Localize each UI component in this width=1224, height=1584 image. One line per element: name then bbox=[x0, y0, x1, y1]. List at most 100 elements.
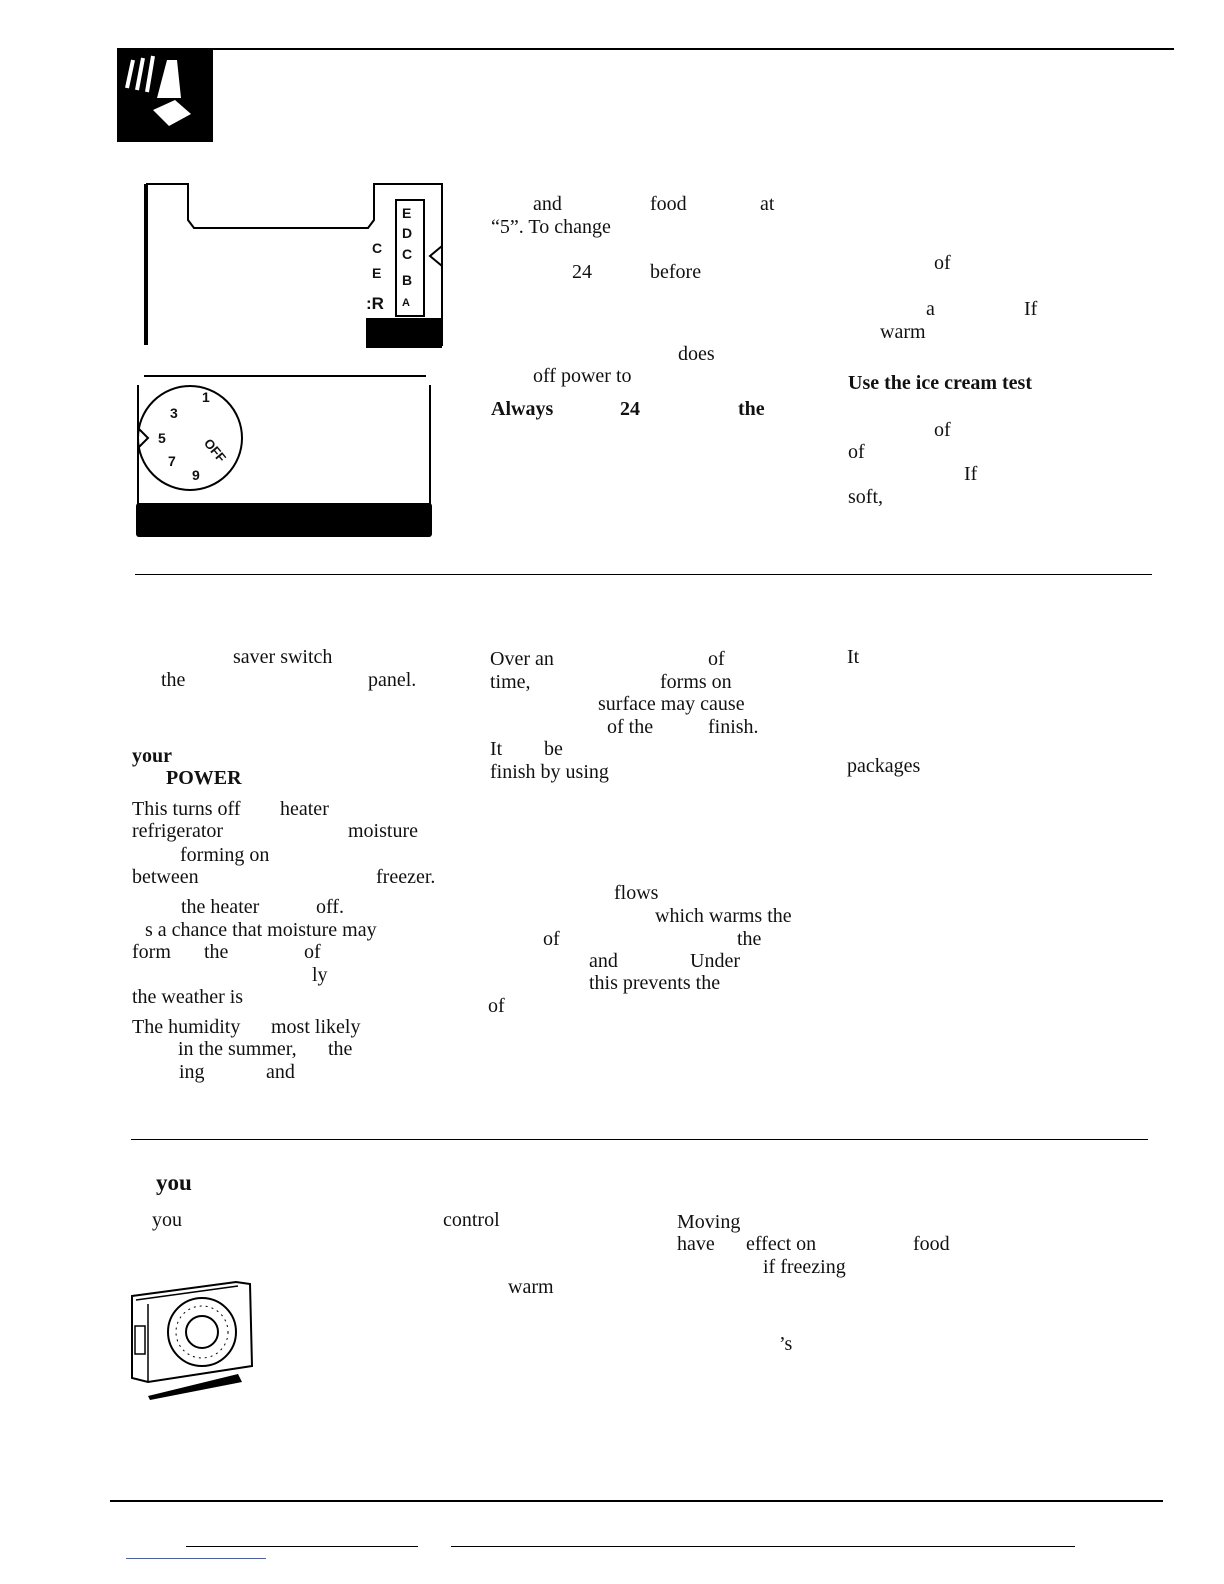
s2b-l5-a: It bbox=[490, 738, 503, 760]
s1c-l6: of bbox=[848, 441, 865, 463]
s2a-l5: forming on bbox=[180, 844, 270, 866]
s1b-l4: does bbox=[678, 343, 715, 365]
s2a-l3-b: heater bbox=[280, 798, 329, 820]
s3-r1: Moving bbox=[677, 1211, 741, 1233]
s2a-l7-b: off. bbox=[316, 896, 344, 918]
s2b-l1-b: of bbox=[708, 648, 725, 670]
s2b-l4-b: finish. bbox=[708, 716, 759, 738]
section-divider-1 bbox=[135, 574, 1152, 575]
s1c-l5: of bbox=[934, 419, 951, 441]
s2b-l10-a: and bbox=[589, 950, 618, 972]
footer-rule bbox=[110, 1500, 1163, 1502]
s2a-l7-a: the heater bbox=[181, 896, 260, 918]
s1b-l6-a: Always bbox=[491, 398, 554, 420]
s2a-l14-b: and bbox=[266, 1061, 295, 1083]
s2b-l6: finish by using bbox=[490, 761, 609, 783]
s1c-l1: of bbox=[934, 252, 951, 274]
s2b-l9-a: of bbox=[543, 928, 560, 950]
s2a-l9-a: form bbox=[132, 941, 171, 963]
dial-mark-5: 5 bbox=[158, 430, 166, 446]
footer-link-underline bbox=[126, 1558, 266, 1559]
panel-side-letter-e: E bbox=[372, 265, 382, 281]
footer-line-right bbox=[451, 1546, 1075, 1547]
s2a-l10: ly bbox=[312, 964, 328, 986]
s2c-l1: It bbox=[847, 646, 860, 668]
s1c-l2-a: a bbox=[926, 298, 935, 320]
dial-mark-9: 9 bbox=[192, 467, 200, 483]
s2a-heading-power: POWER bbox=[166, 767, 242, 789]
s2a-l12-a: The humidity bbox=[132, 1016, 241, 1038]
s1c-l8: soft, bbox=[848, 486, 883, 508]
s2a-l2-a: the bbox=[161, 669, 186, 691]
s1b-l3-b: before bbox=[650, 261, 702, 283]
s2a-l3-a: This turns off bbox=[132, 798, 241, 820]
s2b-l12: of bbox=[488, 995, 505, 1017]
s2a-l13-a: in the summer, bbox=[178, 1038, 297, 1060]
hand-pressing-button-icon bbox=[117, 48, 213, 142]
fresh-food-control-diagram: C E :R E D C B A bbox=[140, 180, 450, 355]
section-divider-2 bbox=[131, 1139, 1148, 1140]
temperature-control-housing-illustration bbox=[128, 1278, 268, 1402]
s2b-l2-b: forms on bbox=[660, 671, 732, 693]
scale-letter-a: A bbox=[402, 297, 410, 309]
s2b-l7: flows bbox=[614, 882, 659, 904]
s3-l1-b: control bbox=[443, 1209, 500, 1231]
s2a-l8: s a chance that moisture may bbox=[145, 919, 377, 941]
s2a-l9-b: the bbox=[204, 941, 229, 963]
header-rule bbox=[118, 48, 1174, 50]
s2b-l9-b: the bbox=[737, 928, 762, 950]
dial-mark-3: 3 bbox=[170, 405, 178, 421]
s1b-l3-a: 24 bbox=[572, 261, 592, 283]
scale-letter-c: C bbox=[402, 246, 413, 262]
s3-l2: warm bbox=[508, 1276, 554, 1298]
s2a-l12-b: most likely bbox=[271, 1016, 361, 1038]
scale-letter-b: B bbox=[402, 272, 413, 288]
s2a-l4-a: refrigerator bbox=[132, 820, 224, 842]
s2a-heading-your: your bbox=[132, 745, 172, 767]
s3-r2-a: have bbox=[677, 1233, 715, 1255]
s2a-l6-a: between bbox=[132, 866, 199, 888]
s2b-l3: surface may cause bbox=[598, 693, 745, 715]
s1b-l5: off power to bbox=[533, 365, 632, 387]
s2b-l4-a: of the bbox=[607, 716, 654, 738]
s1b-l6-b: 24 bbox=[620, 398, 640, 420]
s3-heading-you: you bbox=[156, 1170, 192, 1195]
s1c-l4-ice-cream-test: Use the ice cream test bbox=[848, 372, 1032, 394]
s2b-l5-b: be bbox=[544, 738, 563, 760]
s3-r3: if freezing bbox=[763, 1256, 846, 1278]
s2a-l1: saver switch bbox=[233, 646, 333, 668]
s1c-l7: If bbox=[964, 463, 978, 485]
s1b-l1-b: food bbox=[650, 193, 687, 215]
s2b-l8: which warms the bbox=[655, 905, 792, 927]
dial-mark-7: 7 bbox=[168, 453, 176, 469]
scale-letter-e: E bbox=[402, 205, 412, 221]
s2b-l11: this prevents the bbox=[589, 972, 721, 994]
s2a-l2-b: panel. bbox=[368, 669, 417, 691]
panel-side-letter-c: C bbox=[372, 240, 383, 256]
scale-letter-d: D bbox=[402, 225, 413, 241]
freezer-dial-diagram: 1 3 5 7 9 OFF bbox=[134, 375, 434, 540]
panel-side-letter-r: :R bbox=[366, 294, 384, 313]
s2b-l1-a: Over an bbox=[490, 648, 554, 670]
s1b-l6-c: the bbox=[738, 398, 765, 420]
s2b-l10-b: Under bbox=[690, 950, 740, 972]
s1c-l2-b: If bbox=[1024, 298, 1038, 320]
s1b-l1-a: and bbox=[533, 193, 562, 215]
s3-r4: ’s bbox=[779, 1333, 793, 1355]
s2c-l2: packages bbox=[847, 755, 921, 777]
s2a-l6-b: freezer. bbox=[376, 866, 436, 888]
footer-line-left bbox=[186, 1546, 418, 1547]
s3-r2-b: effect on bbox=[746, 1233, 817, 1255]
s3-r2-c: food bbox=[913, 1233, 950, 1255]
s1b-l1-c: at bbox=[760, 193, 775, 215]
dial-mark-1: 1 bbox=[202, 389, 210, 405]
s2a-l4-b: moisture bbox=[348, 820, 418, 842]
s3-l1-a: you bbox=[152, 1209, 182, 1231]
s1c-l3: warm bbox=[880, 321, 926, 343]
s2a-l9-c: of bbox=[304, 941, 321, 963]
s2a-l13-b: the bbox=[328, 1038, 353, 1060]
s1b-l2: “5”. To change bbox=[491, 216, 611, 238]
s2a-l14-a: ing bbox=[179, 1061, 205, 1083]
s2a-l11: the weather is bbox=[132, 986, 244, 1008]
s2b-l2-a: time, bbox=[490, 671, 531, 693]
